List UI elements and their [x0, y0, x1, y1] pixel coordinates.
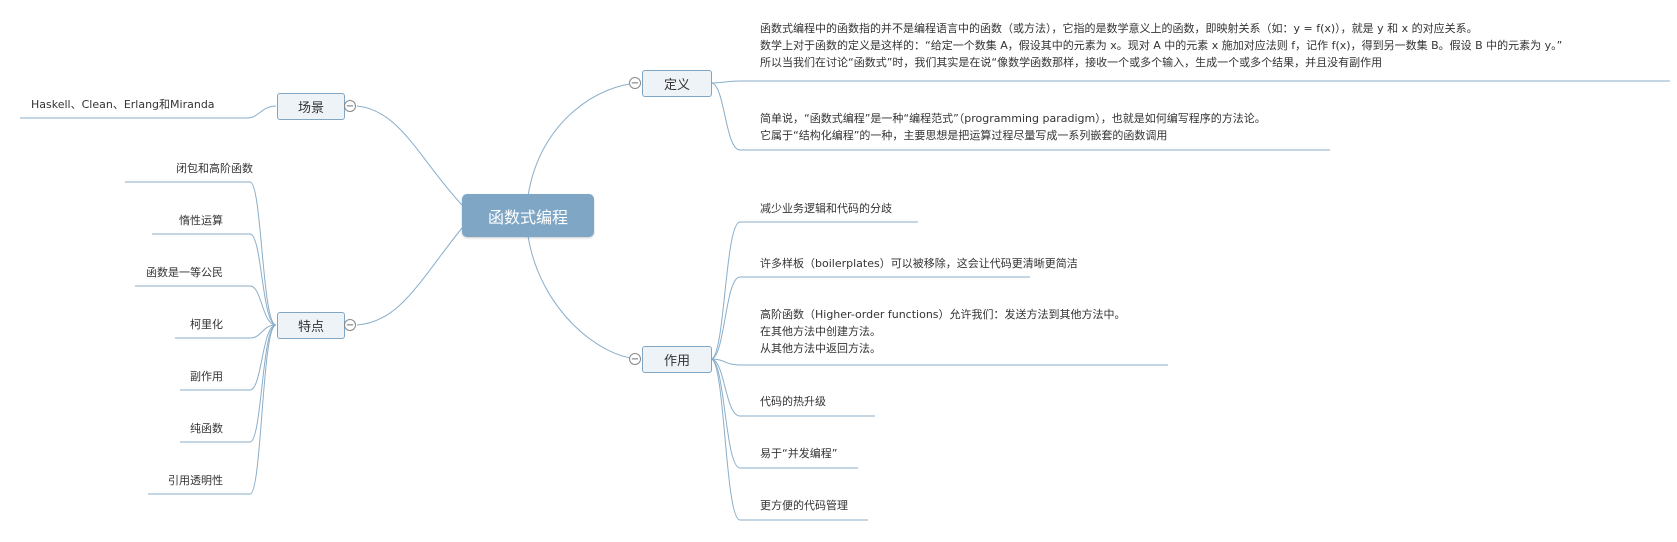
link-usage-2 [710, 358, 741, 366]
feature-item: 闭包和高阶函数 [176, 162, 253, 175]
link-feature-0 [249, 181, 277, 326]
feature-item: 函数是一等公民 [146, 266, 223, 279]
link-definition-1 [710, 82, 741, 151]
definition-item: 简单说，“函数式编程”是一种“编程范式”（programming paradig… [760, 110, 1266, 144]
definition-item: 函数式编程中的函数指的并不是编程语言中的函数（或方法），它指的是数学意义上的函数… [760, 20, 1562, 71]
link-usage-0 [710, 221, 741, 360]
scene-item: Haskell、Clean、Erlang和Miranda [31, 98, 215, 111]
usage-item: 代码的热升级 [760, 395, 826, 408]
feature-item: 引用透明性 [168, 474, 223, 487]
link-feature-1 [249, 233, 277, 326]
collapse-features-icon[interactable]: − [344, 319, 356, 331]
link-feature-4 [249, 324, 277, 391]
link-usage-5 [710, 358, 741, 521]
collapse-definition-icon[interactable]: − [629, 77, 641, 89]
link-usage-1 [710, 276, 741, 360]
usage-line: 高阶函数（Higher-order functions）允许我们：发送方法到其他… [760, 308, 1126, 321]
definition-line: 所以当我们在讨论“函数式”时，我们其实是在说“像数学函数那样，接收一个或多个输入… [760, 56, 1383, 69]
branch-usage[interactable]: 作用 [642, 346, 712, 373]
link-feature-3 [249, 324, 277, 339]
link-feature-2 [249, 285, 277, 326]
usage-line: 从其他方法中返回方法。 [760, 342, 881, 355]
feature-item: 惰性运算 [179, 214, 223, 227]
feature-item: 副作用 [190, 370, 223, 383]
collapse-usage-icon[interactable]: − [629, 353, 641, 365]
link-root-features [356, 227, 463, 326]
definition-line: 数学上对于函数的定义是这样的：“给定一个数集 A，假设其中的元素为 x。现对 A… [760, 39, 1563, 52]
feature-item: 柯里化 [190, 318, 223, 331]
link-feature-6 [249, 324, 277, 495]
usage-item: 高阶函数（Higher-order functions）允许我们：发送方法到其他… [760, 306, 1126, 357]
link-root-scene [356, 105, 463, 206]
link-definition-0 [710, 80, 741, 84]
usage-line: 在其他方法中创建方法。 [760, 325, 881, 338]
usage-item: 更方便的代码管理 [760, 499, 848, 512]
usage-item: 减少业务逻辑和代码的分歧 [760, 202, 892, 215]
branch-features[interactable]: 特点 [277, 312, 345, 339]
usage-item: 许多样板（boilerplates）可以被移除，这会让代码更清晰更简洁 [760, 257, 1078, 270]
collapse-scene-icon[interactable]: − [344, 100, 356, 112]
link-usage-4 [710, 358, 741, 469]
branch-definition[interactable]: 定义 [642, 70, 712, 97]
link-usage-3 [710, 358, 741, 417]
link-feature-5 [249, 324, 277, 443]
link-scene-item [247, 105, 277, 119]
usage-item: 易于“并发编程” [760, 447, 838, 460]
definition-line: 它属于“结构化编程”的一种，主要思想是把运算过程尽量写成一系列嵌套的函数调用 [760, 129, 1168, 142]
link-root-usage [527, 235, 641, 360]
link-root-definition [527, 82, 641, 197]
feature-item: 纯函数 [190, 422, 223, 435]
definition-line: 函数式编程中的函数指的并不是编程语言中的函数（或方法），它指的是数学意义上的函数… [760, 22, 1478, 35]
root-node[interactable]: 函数式编程 [462, 194, 594, 237]
definition-line: 简单说，“函数式编程”是一种“编程范式”（programming paradig… [760, 112, 1266, 125]
branch-scene[interactable]: 场景 [277, 93, 345, 120]
